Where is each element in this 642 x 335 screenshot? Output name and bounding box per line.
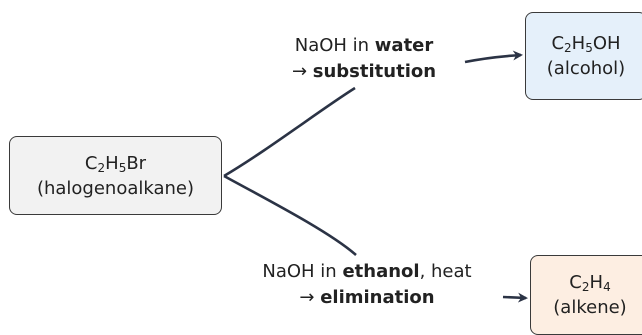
elimination-line: → elimination (226, 285, 508, 311)
solvent-text: water (374, 35, 434, 56)
condition-suffix-text: , heat (419, 261, 472, 282)
alcohol-box: C2H5OH (alcohol) (525, 12, 642, 100)
halogenoalkane-name: (halogenoalkane) (36, 177, 195, 199)
halogenoalkane-formula: C2H5Br (10, 151, 221, 176)
formula-subscript: 4 (603, 280, 611, 294)
elimination-condition-label: NaOH in ethanol, heat → elimination (226, 259, 508, 311)
branch-upper-line (223, 86, 356, 178)
ethanol-condition-line: NaOH in ethanol, heat (226, 259, 508, 285)
formula-subscript: 2 (97, 160, 106, 175)
formula-subscript: 5 (585, 41, 593, 55)
arrow-symbol: → (299, 287, 321, 308)
alkene-name: (alkene) (553, 297, 627, 318)
formula-element: H (105, 152, 119, 174)
formula-element: H (571, 33, 586, 54)
condition-text: NaOH in (262, 261, 343, 282)
formula-element: H (589, 272, 604, 293)
reaction-type-text: elimination (320, 287, 435, 308)
formula-subscript: 2 (564, 41, 572, 55)
water-condition-line: NaOH in water (240, 33, 488, 59)
formula-element: OH (592, 33, 621, 54)
solvent-text: ethanol (342, 261, 420, 282)
arrow-symbol: → (291, 61, 313, 82)
branch-lower-line (223, 174, 357, 256)
arrow-to-alcohol (464, 50, 523, 64)
formula-subscript: 5 (118, 160, 127, 175)
substitution-line: → substitution (240, 59, 488, 85)
alcohol-name: (alcohol) (546, 58, 626, 79)
alkene-box: C2H4 (alkene) (530, 255, 642, 335)
halogenoalkane-box: C2H5Br (halogenoalkane) (9, 136, 222, 215)
alcohol-formula: C2H5OH (526, 31, 642, 56)
formula-element: C (569, 272, 582, 293)
arrow-to-alkene (502, 292, 528, 303)
formula-element: C (84, 152, 98, 174)
reaction-type-text: substitution (312, 61, 437, 82)
condition-text: NaOH in (294, 35, 375, 56)
formula-subscript: 2 (581, 280, 590, 294)
formula-element: C (551, 33, 565, 54)
substitution-condition-label: NaOH in water → substitution (240, 33, 488, 85)
formula-element: Br (126, 152, 147, 174)
alkene-formula: C2H4 (531, 270, 642, 295)
